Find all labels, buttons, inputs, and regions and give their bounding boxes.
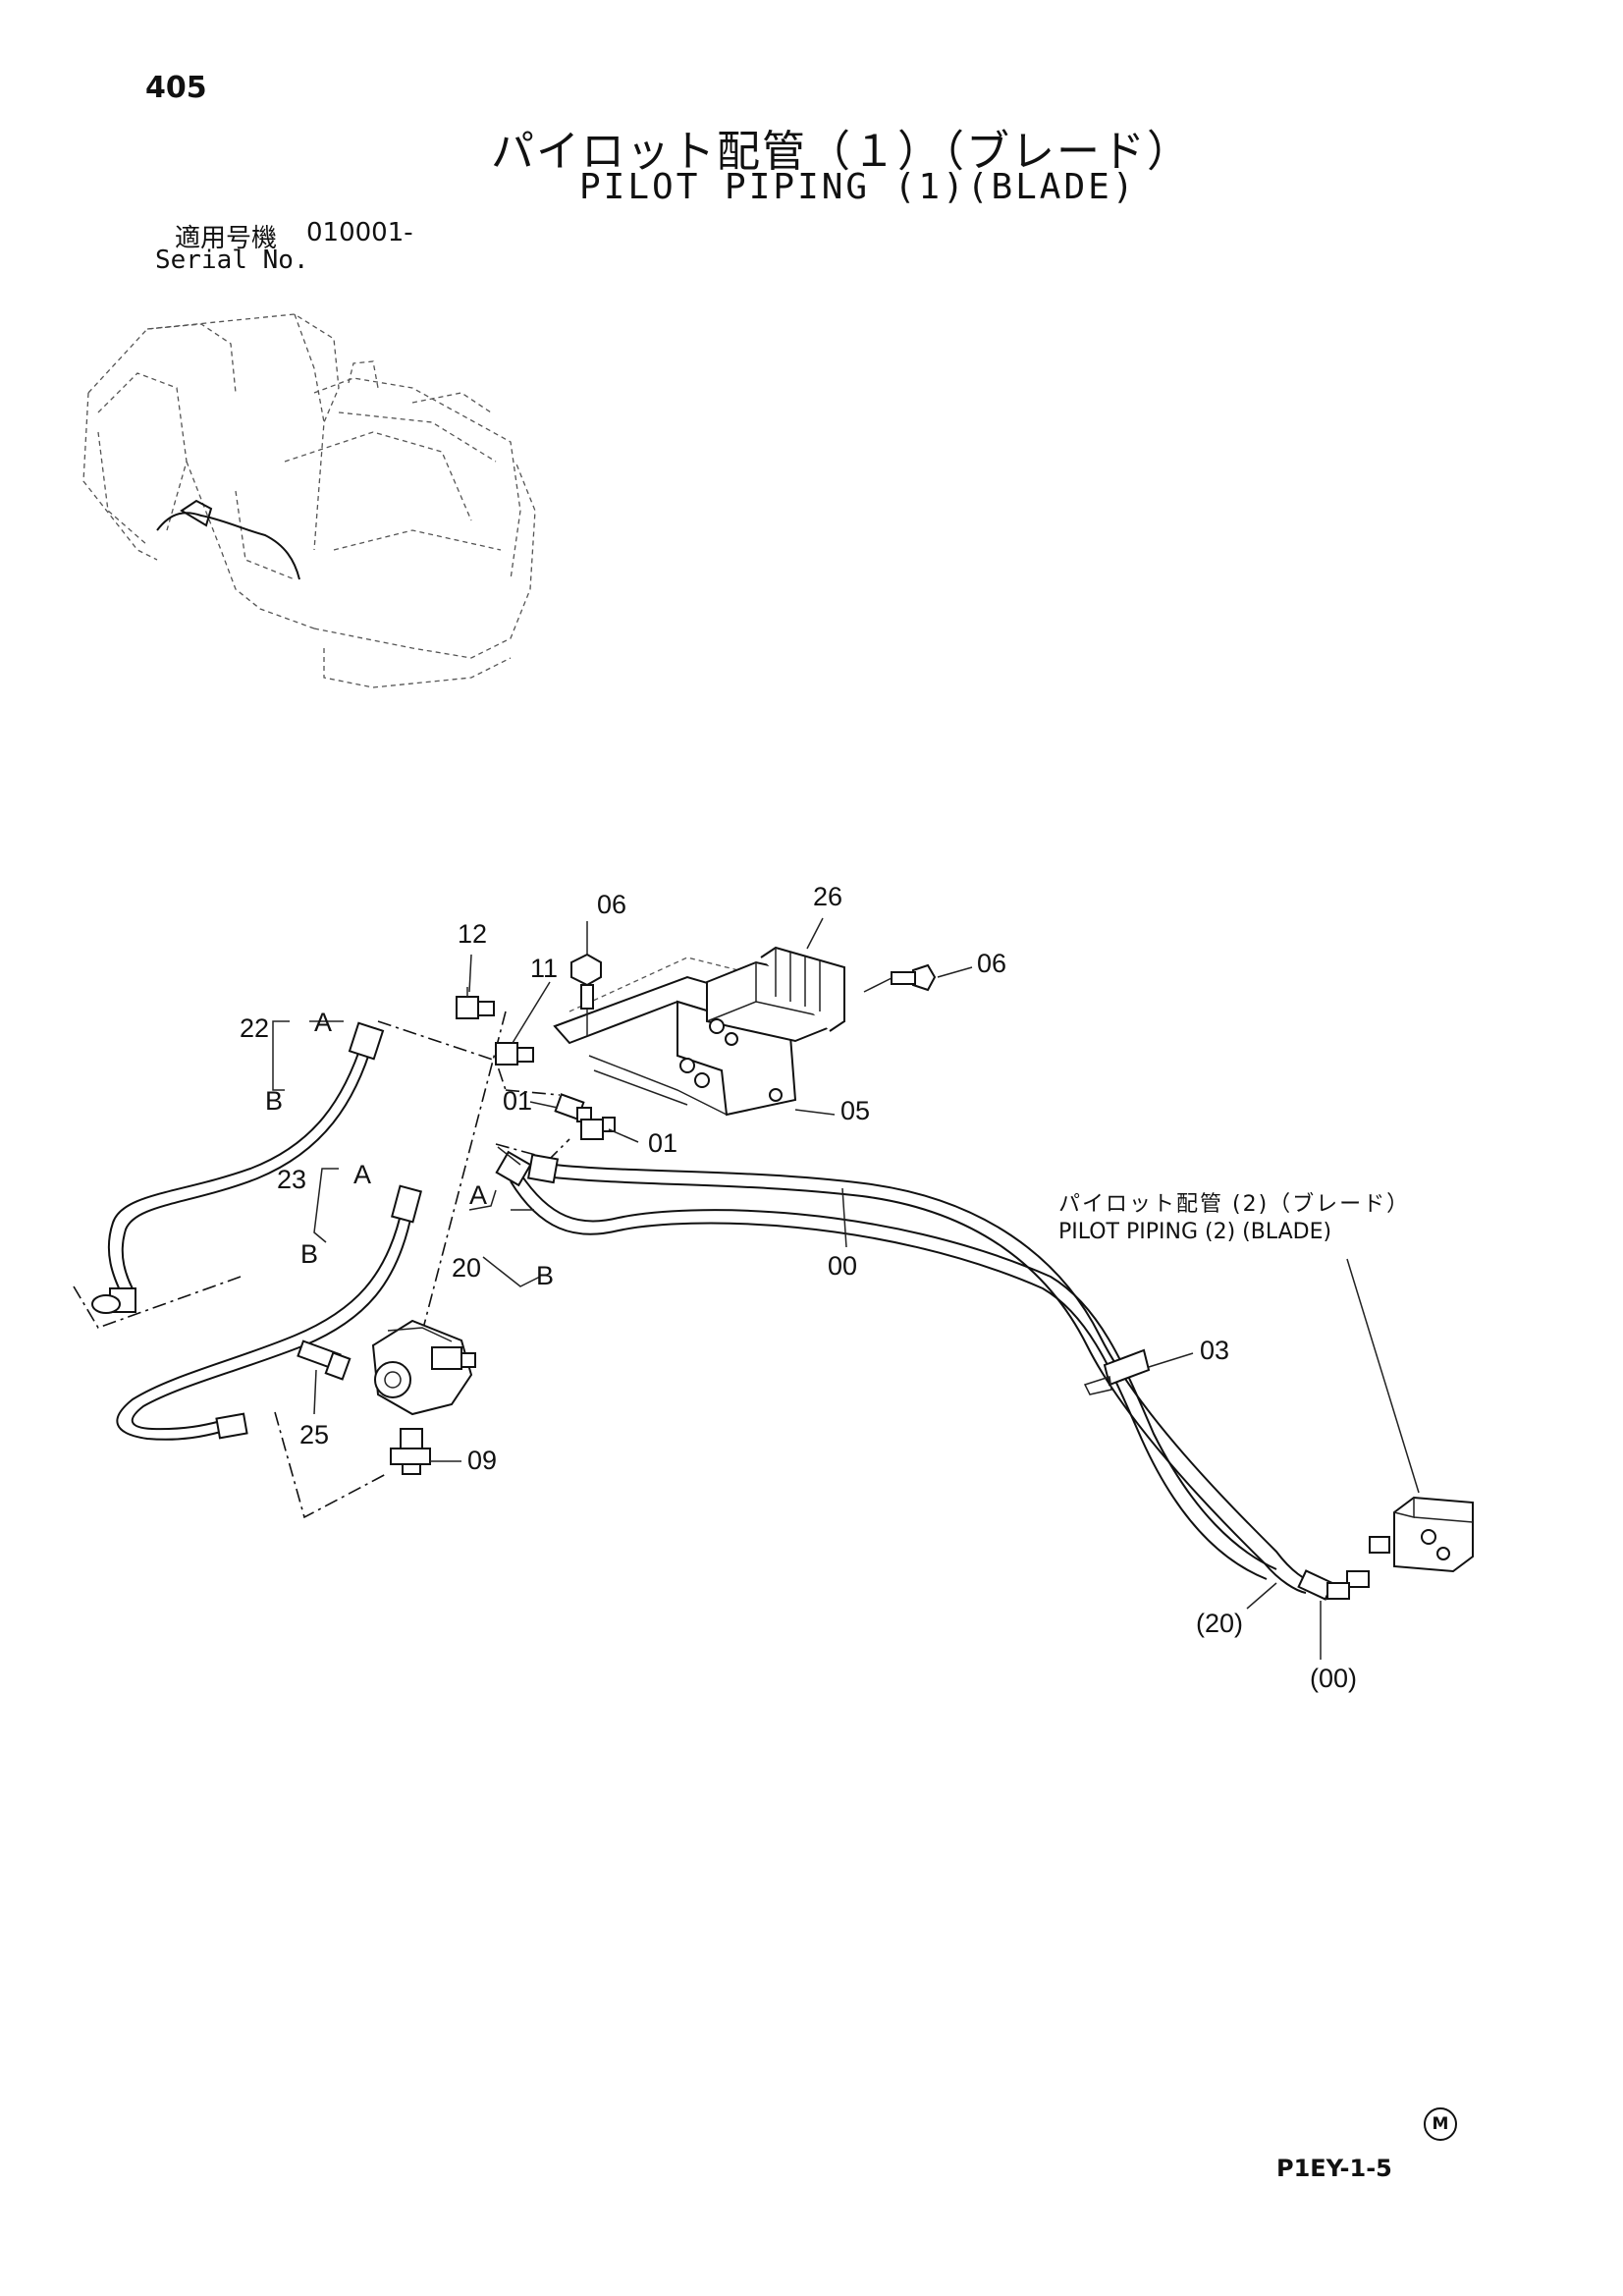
callout-22-b: B	[265, 1086, 283, 1116]
serial-range: 010001-	[306, 218, 413, 247]
hose-00	[526, 1153, 1317, 1594]
cross-reference-japanese: パイロット配管 (2)（ブレード）	[1058, 1192, 1411, 1217]
leader-lines	[272, 917, 1420, 1660]
fitting-12	[456, 987, 495, 1019]
callout-03: 03	[1200, 1336, 1229, 1365]
cross-reference-english: PILOT PIPING (2) (BLADE)	[1058, 1220, 1332, 1244]
callout-06-top: 06	[597, 890, 626, 919]
callout-20-a: A	[469, 1180, 487, 1210]
pilot-block-right	[1297, 1496, 1474, 1601]
drawing-code: P1EY-1-5	[1276, 2155, 1392, 2182]
hose-22	[91, 1021, 385, 1314]
excavator-overview-illustration	[82, 313, 536, 688]
callout-26: 26	[813, 882, 842, 911]
fitting-01-b	[580, 1117, 616, 1140]
callout-23-a: A	[353, 1160, 371, 1189]
callout-labels: 06 26 06 12 11 22 A B 01 01 05 23 A B 20…	[240, 882, 1357, 1693]
callout-23-b: B	[300, 1239, 318, 1269]
callout-12: 12	[458, 919, 487, 949]
callout-01-lower: 01	[648, 1128, 677, 1158]
callout-09: 09	[467, 1446, 497, 1475]
hose-20	[495, 1150, 1277, 1580]
pilot-valve-assembly	[297, 1319, 476, 1475]
relay-26	[706, 946, 845, 1046]
serial-label-english: Serial No.	[155, 246, 309, 275]
callout-20-ref: (20)	[1196, 1609, 1243, 1638]
callout-25: 25	[299, 1420, 329, 1449]
page-title-english: PILOT PIPING (1)(BLADE)	[579, 167, 1137, 207]
hose-23	[116, 1184, 422, 1441]
clamp-03	[1083, 1348, 1151, 1395]
page-number: 405	[145, 71, 207, 105]
callout-22: 22	[240, 1013, 269, 1043]
page-title-japanese: パイロット配管（１）（ブレード）	[491, 127, 1192, 177]
bolt-06-right	[863, 963, 937, 993]
fitting-01-a	[554, 1093, 592, 1122]
bolt-06-top	[570, 953, 602, 1036]
callout-23: 23	[277, 1165, 306, 1194]
callout-06-right: 06	[977, 949, 1006, 978]
fitting-11	[495, 1042, 534, 1066]
m-mark-badge: M	[1424, 2107, 1457, 2141]
callout-01-upper: 01	[503, 1086, 532, 1116]
callout-20-b: B	[536, 1261, 554, 1290]
callout-05: 05	[840, 1096, 870, 1125]
callout-22-a: A	[314, 1008, 332, 1037]
serial-label-japanese: 適用号機	[175, 224, 278, 253]
callout-20: 20	[452, 1253, 481, 1283]
callout-11: 11	[530, 954, 558, 983]
callout-00-ref: (00)	[1310, 1664, 1357, 1693]
callout-00: 00	[828, 1251, 857, 1281]
